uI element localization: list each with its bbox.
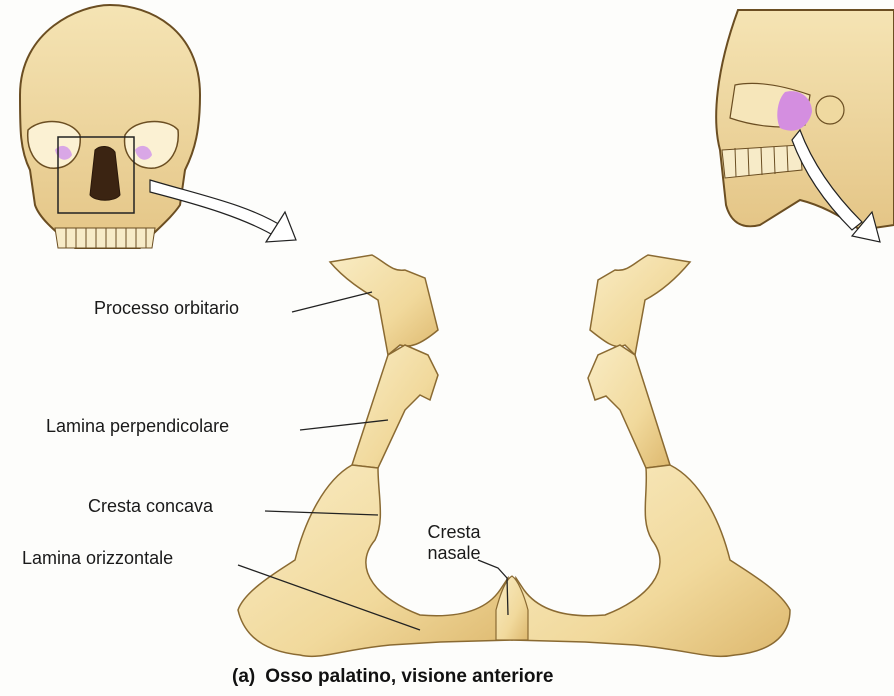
- label-processo-orbitario: Processo orbitario: [94, 298, 239, 319]
- figure-caption: (a) Osso palatino, visione anteriore: [232, 666, 553, 688]
- label-lamina-orizzontale: Lamina orizzontale: [22, 548, 173, 569]
- label-cresta-nasale: Cresta nasale: [416, 522, 492, 563]
- frontal-skull: [20, 5, 200, 248]
- leader-processo-orbitario: [292, 292, 372, 312]
- caption-text: Osso palatino, visione anteriore: [265, 666, 553, 687]
- palatine-bone-right: [512, 255, 790, 656]
- label-cresta-nasale-line2: nasale: [416, 543, 492, 564]
- label-cresta-nasale-line1: Cresta: [416, 522, 492, 543]
- caption-tag: (a): [232, 666, 255, 687]
- label-cresta-concava: Cresta concava: [88, 496, 213, 517]
- nasal-crest: [496, 576, 528, 640]
- palatine-bone-left: [238, 255, 512, 656]
- label-lamina-perpendicolare: Lamina perpendicolare: [46, 416, 229, 437]
- lateral-skull: [716, 10, 894, 230]
